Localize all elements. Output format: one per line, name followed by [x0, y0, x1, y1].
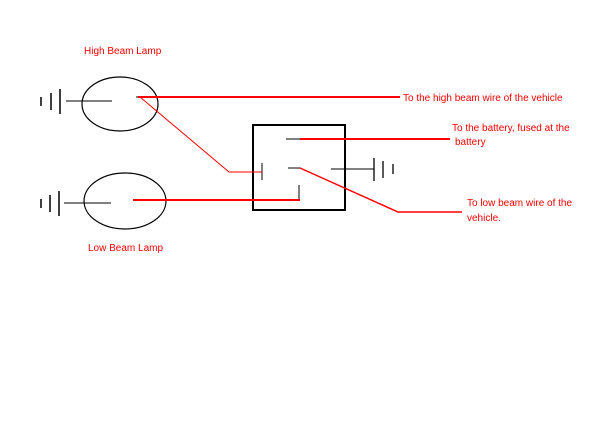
high-beam-lamp: [40, 76, 159, 132]
high-beam-lamp-label: High Beam Lamp: [84, 46, 162, 57]
battery-label-line2: battery: [455, 137, 486, 148]
low-beam-wire-label-line1: To low beam wire of the: [467, 198, 573, 209]
relay-coil-ground-symbol: [331, 158, 394, 181]
low-beam-lamp-label: Low Beam Lamp: [88, 243, 164, 254]
relay-box: [252, 124, 346, 211]
wire-low-beam-to-vehicle: [299, 167, 462, 213]
battery-label-line1: To the battery, fused at the: [452, 123, 570, 134]
wire-high-beam-to-relay: [139, 96, 262, 173]
low-beam-wire-label-line2: vehicle.: [467, 213, 501, 224]
high-beam-ground-symbol: [40, 89, 61, 114]
relay: [252, 124, 346, 211]
wires: [133, 96, 462, 213]
high-beam-wire-label: To the high beam wire of the vehicle: [403, 93, 563, 104]
high-beam-lamp-body: [81, 76, 159, 132]
low-beam-ground-symbol: [40, 191, 60, 216]
